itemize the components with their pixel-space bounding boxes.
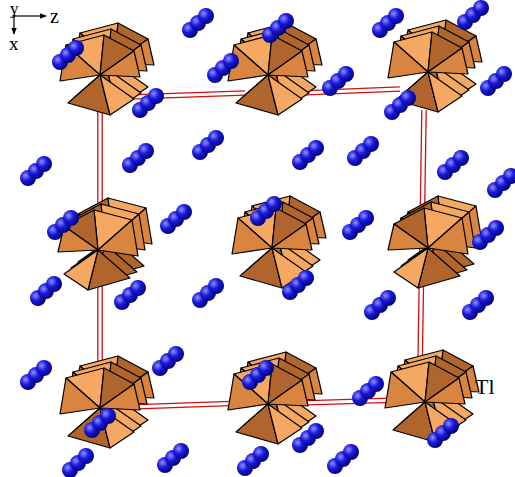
axis-label: y (10, 0, 19, 17)
tl-sphere (36, 360, 52, 376)
polyhedron-face (428, 218, 468, 254)
polyhedron-stack (60, 356, 154, 448)
polyhedron-face (388, 224, 428, 250)
polyhedron-face (268, 75, 302, 115)
polyhedron-stack (58, 198, 152, 290)
tl-sphere (363, 136, 379, 152)
tl-sphere (100, 408, 116, 424)
atom-label: Tl (475, 376, 495, 398)
tl-sphere (176, 204, 192, 220)
cell-edge (300, 91, 400, 95)
tl-sphere (388, 8, 404, 24)
tl-sphere (488, 220, 504, 236)
polyhedron-face (272, 224, 312, 250)
tl-sphere (223, 53, 239, 69)
polyhedron-face (100, 384, 140, 410)
tl-sphere (148, 88, 164, 104)
polyhedron-face (394, 248, 428, 288)
tl-sphere (358, 210, 374, 226)
tl-sphere (63, 210, 79, 226)
axis-label: z (50, 6, 59, 26)
tl-sphere (308, 423, 324, 439)
polyhedron-face (100, 51, 140, 77)
axis-label: x (9, 34, 19, 53)
polyhedron-face (268, 51, 308, 77)
polyhedron-face (268, 380, 308, 406)
tl-sphere (298, 270, 314, 286)
tl-sphere (138, 143, 154, 159)
polyhedron-face (98, 220, 138, 256)
polyhedron-face (428, 48, 468, 74)
tl-sphere (258, 360, 274, 376)
polyhedron-face (60, 378, 100, 414)
tl-sphere (36, 156, 52, 172)
polyhedron-face (100, 75, 134, 115)
polyhedron-stack (388, 196, 482, 288)
tl-sphere (266, 196, 282, 212)
polyhedron-face (428, 72, 462, 112)
polyhedron-face (232, 218, 272, 254)
polyhedron-stack (60, 23, 154, 115)
tl-sphere (168, 346, 184, 362)
tl-sphere (208, 130, 224, 146)
tl-sphere (473, 0, 489, 16)
unit-cell (98, 87, 426, 409)
tl-sphere (368, 376, 384, 392)
tl-sphere (453, 150, 469, 166)
tl-sphere (308, 140, 324, 156)
polyhedron-face (385, 372, 425, 408)
tl-sphere (208, 278, 224, 294)
tl-sphere (68, 40, 84, 56)
cell-edge (130, 91, 245, 95)
polyhedron-stack (385, 350, 479, 442)
z-axis-arrow (14, 15, 46, 16)
polyhedron-stack (232, 196, 326, 288)
tl-sphere (380, 290, 396, 306)
axis-arrows (13, 15, 47, 35)
tl-sphere (443, 418, 459, 434)
tl-sphere (253, 446, 269, 462)
tl-sphere (78, 448, 94, 464)
tl-sphere (46, 276, 62, 292)
polyhedron-face (425, 378, 465, 404)
tl-atoms (20, 0, 515, 477)
polyhedron-face (64, 250, 98, 290)
tl-sphere (130, 280, 146, 296)
tl-sphere (278, 13, 294, 29)
tl-sphere (478, 290, 494, 306)
tl-sphere (173, 443, 189, 459)
tl-sphere (198, 8, 214, 24)
x-axis-arrow (13, 16, 14, 34)
tl-sphere (343, 444, 359, 460)
polyhedron-stack (388, 20, 482, 112)
polyhedron-stack (228, 23, 322, 115)
tl-sphere (338, 66, 354, 82)
polyhedra (58, 20, 482, 448)
tl-sphere (503, 168, 515, 184)
polyhedron-face (388, 42, 428, 78)
tl-sphere (496, 66, 512, 82)
tl-sphere (400, 90, 416, 106)
